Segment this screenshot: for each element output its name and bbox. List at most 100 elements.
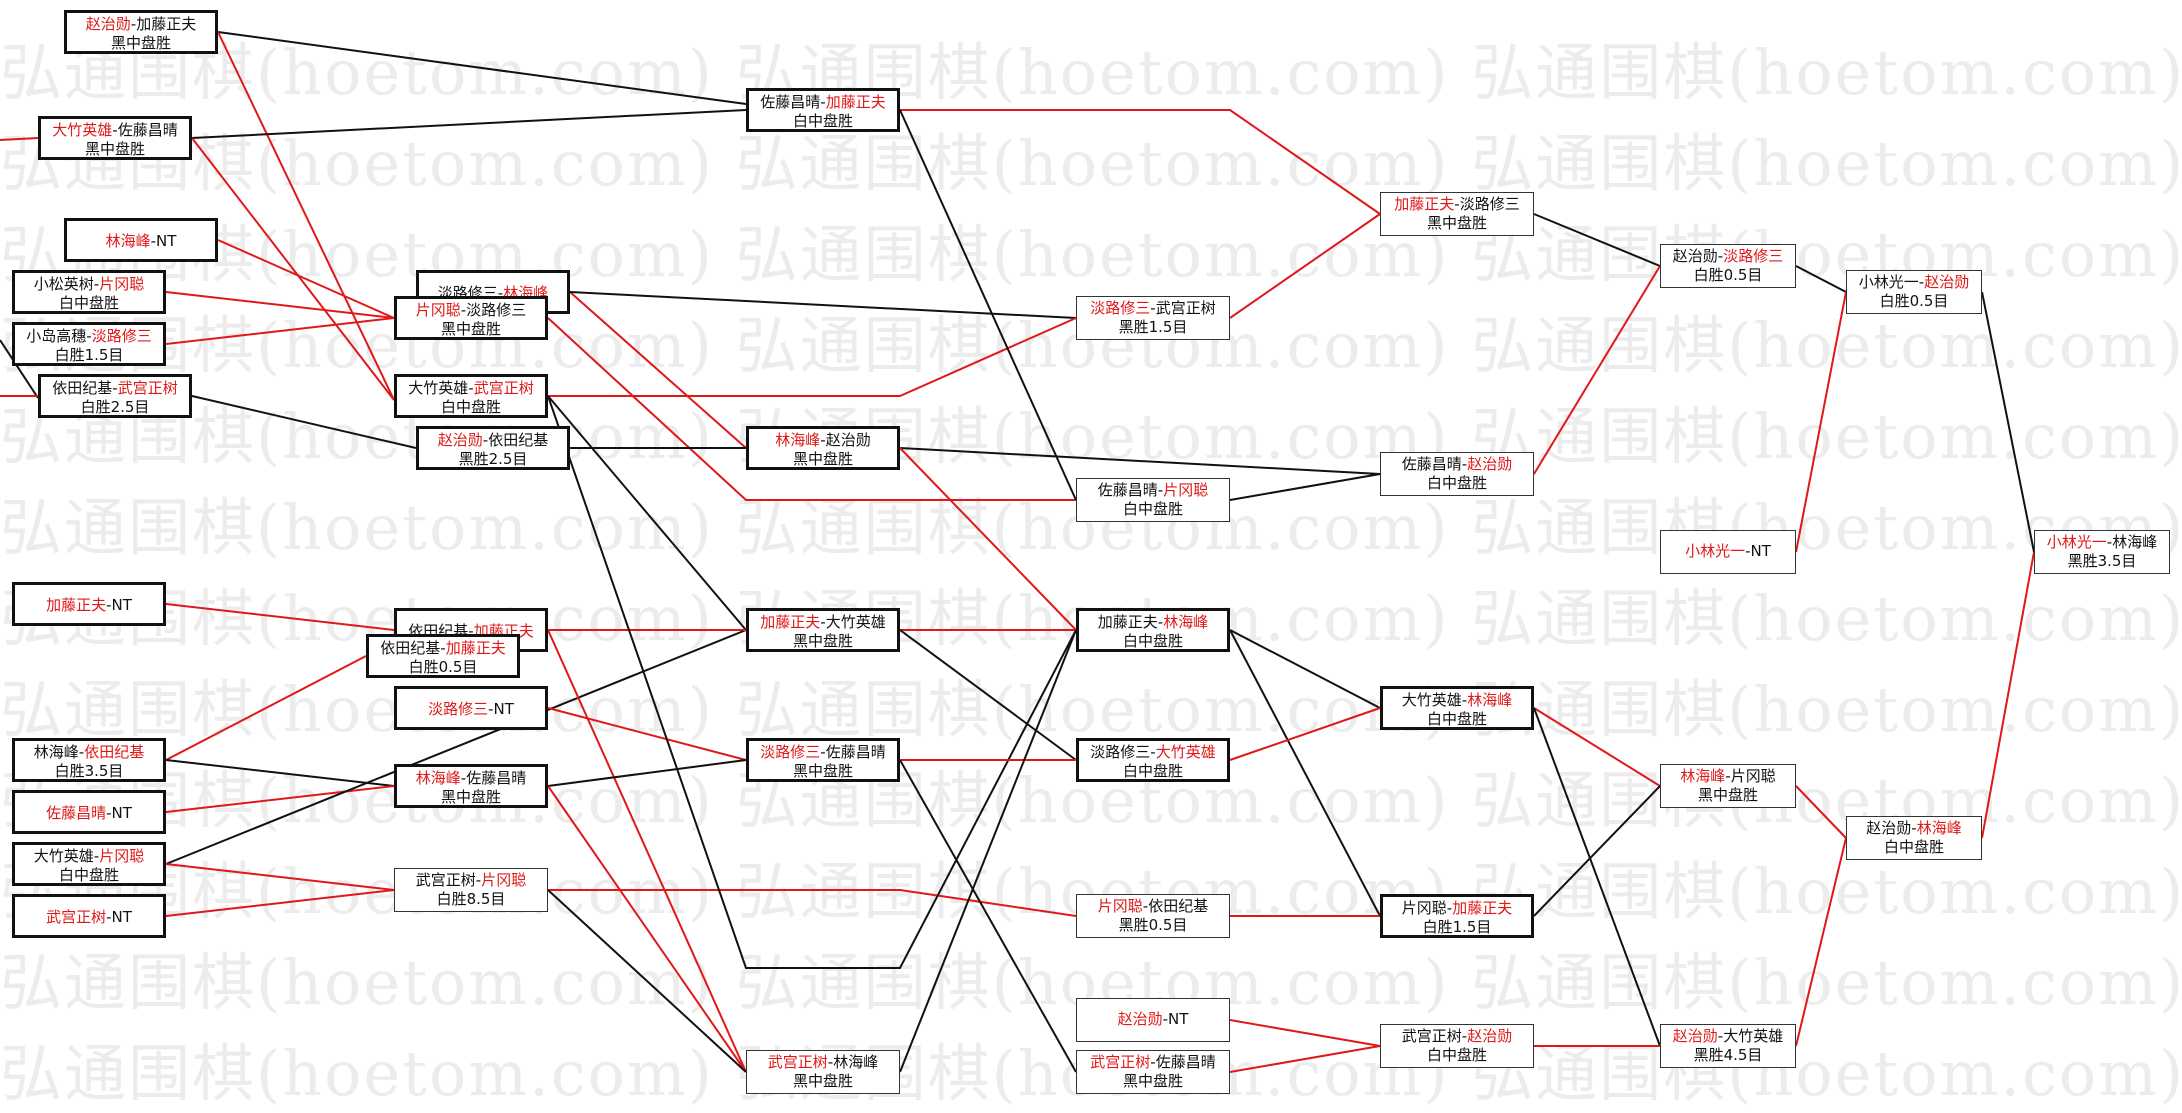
match-box: 佐藤昌晴-NT — [12, 790, 166, 834]
player-separator: - — [1454, 195, 1460, 213]
winner-connector — [1795, 837, 1847, 1047]
player-two: 林海峰 — [2112, 533, 2158, 551]
loser-connector — [165, 629, 747, 865]
match-players: 小松英树-片冈聪 — [15, 275, 163, 294]
player-two: 加藤正夫 — [445, 639, 506, 657]
match-result: 黑中盘胜 — [792, 632, 853, 650]
loser-connector — [1229, 629, 1381, 917]
loser-connector — [1229, 473, 1381, 501]
player-one: 赵治勋 — [85, 15, 131, 33]
match-players: 赵治勋-依田纪基 — [419, 431, 567, 450]
player-separator: - — [475, 871, 482, 889]
player-one: 林海峰 — [775, 431, 821, 449]
match-players: 赵治勋-淡路修三 — [1661, 247, 1795, 266]
player-two: 赵治勋 — [1924, 273, 1970, 291]
match-result: 白中盘胜 — [440, 398, 501, 416]
player-two: 佐藤昌晴 — [117, 121, 178, 139]
match-box: 淡路修三-佐藤昌晴黑中盘胜 — [746, 738, 900, 782]
match-box: 林海峰-赵治勋黑中盘胜 — [746, 426, 900, 470]
player-two: 加藤正夫 — [1452, 899, 1513, 917]
winner-connector — [547, 629, 747, 1073]
loser-connector — [1981, 291, 2035, 553]
player-two: 佐藤昌晴 — [825, 743, 886, 761]
winner-connector — [0, 137, 39, 141]
player-one: 林海峰 — [1680, 767, 1726, 785]
player-two: 淡路修三 — [1459, 195, 1520, 213]
player-separator: - — [497, 284, 504, 302]
player-one: 大竹英雄 — [408, 379, 469, 397]
player-two: 淡路修三 — [1723, 247, 1784, 265]
player-one: 佐藤昌晴 — [46, 804, 107, 822]
winner-connector — [1229, 1045, 1381, 1073]
match-result: 白胜1.5目 — [54, 346, 124, 364]
match-result: 白中盘胜 — [1426, 1046, 1487, 1064]
match-players: 依田纪基-武宫正树 — [41, 379, 189, 398]
match-players: 加藤正夫-大竹英雄 — [749, 613, 897, 632]
winner-connector — [900, 109, 1381, 215]
player-one: 大竹英雄 — [52, 121, 113, 139]
match-result: 白胜0.5目 — [1693, 266, 1763, 284]
player-two: 武宫正树 — [1155, 299, 1216, 317]
match-players: 大竹英雄-林海峰 — [1383, 691, 1531, 710]
loser-connector — [1533, 785, 1661, 917]
player-separator: - — [820, 743, 826, 761]
player-separator: - — [482, 431, 489, 449]
player-one: 淡路修三 — [428, 700, 489, 718]
match-result: 白中盘胜 — [58, 866, 119, 884]
player-two: 大竹英雄 — [1155, 743, 1216, 761]
match-result: 白中盘胜 — [792, 112, 853, 130]
loser-connector — [1533, 707, 1661, 1047]
match-box: 佐藤昌晴-加藤正夫白中盘胜 — [746, 88, 900, 132]
match-players: 淡路修三-武宫正树 — [1077, 299, 1229, 318]
player-separator: - — [1157, 481, 1164, 499]
player-two: 加藤正夫 — [825, 93, 886, 111]
player-separator: - — [1717, 247, 1724, 265]
player-two: 加藤正夫 — [136, 15, 197, 33]
match-result: 白胜2.5目 — [80, 398, 150, 416]
match-players: 赵治勋-大竹英雄 — [1661, 1027, 1795, 1046]
match-box: 赵治勋-淡路修三白胜0.5目 — [1660, 244, 1796, 288]
player-one: 片冈聪 — [1097, 897, 1143, 915]
player-separator: - — [112, 379, 118, 397]
match-players: 片冈聪-依田纪基 — [1077, 897, 1229, 916]
match-box: 赵治勋-加藤正夫黑中盘胜 — [64, 10, 218, 54]
player-separator: - — [1150, 743, 1156, 761]
match-players: 佐藤昌晴-赵治勋 — [1381, 455, 1533, 474]
player-one: 依田纪基 — [52, 379, 113, 397]
match-result: 白中盘胜 — [1122, 762, 1183, 780]
match-box: 小林光一-NT — [1660, 530, 1796, 574]
loser-connector — [217, 31, 747, 105]
loser-connector — [1533, 213, 1661, 267]
player-separator: - — [460, 769, 467, 787]
player-separator: - — [1461, 455, 1468, 473]
match-players: 林海峰-佐藤昌晴 — [397, 769, 545, 788]
match-players: 赵治勋-NT — [1077, 1010, 1229, 1029]
match-players: 佐藤昌晴-片冈聪 — [1077, 481, 1229, 500]
match-players: 大竹英雄-片冈聪 — [15, 847, 163, 866]
player-two: 片冈聪 — [1163, 481, 1209, 499]
loser-connector — [899, 109, 1077, 501]
match-result: 白胜0.5目 — [1879, 292, 1949, 310]
player-two: 武宫正树 — [473, 379, 534, 397]
match-result: 黑中盘胜 — [110, 34, 171, 52]
match-box: 赵治勋-大竹英雄黑胜4.5目 — [1660, 1024, 1796, 1068]
match-box: 武宫正树-林海峰黑中盘胜 — [746, 1050, 900, 1094]
player-one: 片冈聪 — [415, 301, 461, 319]
match-box: 佐藤昌晴-赵治勋白中盘胜 — [1380, 452, 1534, 496]
player-two: 淡路修三 — [466, 301, 527, 319]
player-separator: - — [1461, 1027, 1468, 1045]
match-players: 加藤正夫-林海峰 — [1079, 613, 1227, 632]
player-two: 武宫正树 — [117, 379, 178, 397]
player-one: 武宫正树 — [1401, 1027, 1462, 1045]
match-result: 白中盘胜 — [1426, 474, 1487, 492]
winner-connector — [165, 291, 395, 319]
match-box: 大竹英雄-武宫正树白中盘胜 — [394, 374, 548, 418]
match-result: 黑中盘胜 — [792, 762, 853, 780]
player-two: 片冈聪 — [99, 847, 145, 865]
match-result: 黑中盘胜 — [84, 140, 145, 158]
loser-connector — [899, 759, 1077, 1073]
winner-connector — [548, 889, 1077, 917]
loser-connector — [165, 759, 395, 787]
player-separator: - — [106, 804, 112, 822]
match-result: 白胜3.5目 — [54, 762, 124, 780]
